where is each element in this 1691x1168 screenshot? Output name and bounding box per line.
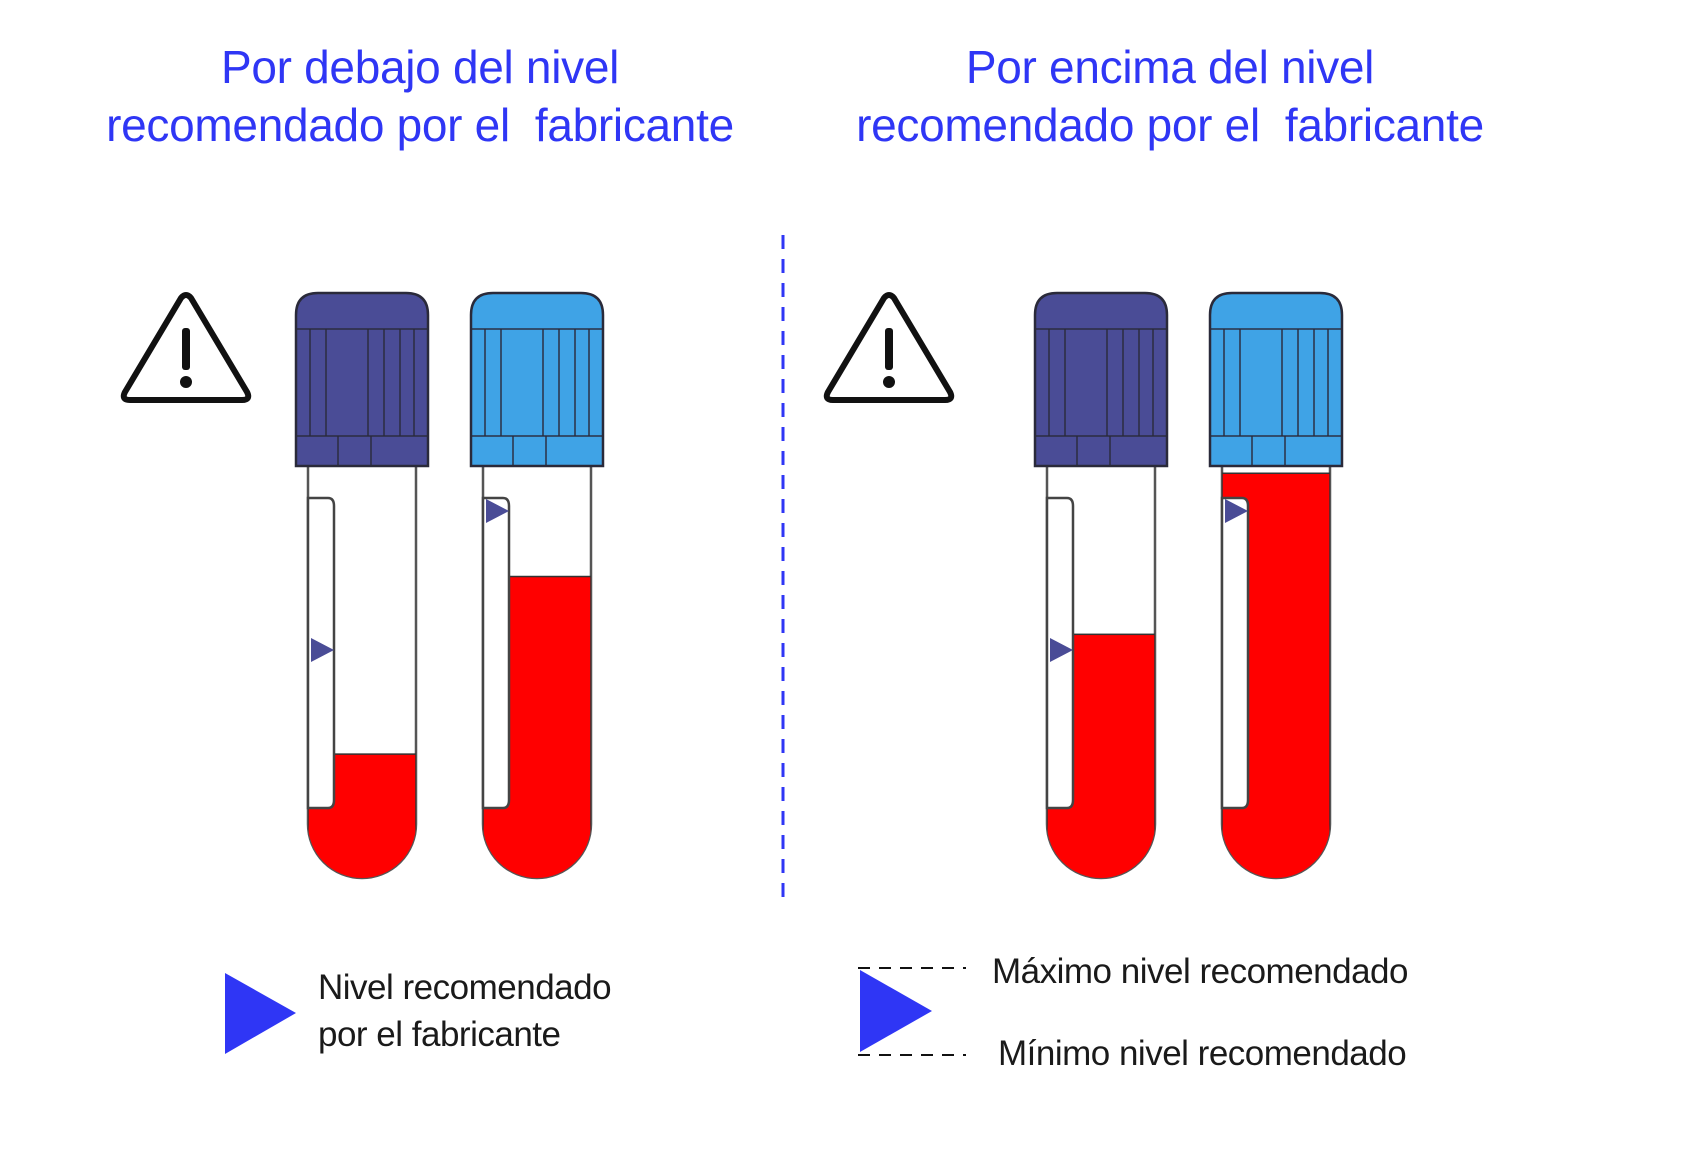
left-title-line2: recomendado por el fabricante [106, 99, 734, 151]
right-title-line2: recomendado por el fabricante [856, 99, 1484, 151]
legend-recommended-level: Nivel recomendado por el fabricante [318, 964, 612, 1058]
left-panel-title: Por debajo del nivel recomendado por el … [40, 38, 800, 154]
tube-right-dark-cap [1033, 291, 1169, 880]
tube-right-light-cap [1208, 291, 1344, 880]
legend-max-level: Máximo nivel recomendado [992, 952, 1408, 991]
triangle-marker-icon [1225, 499, 1248, 523]
tube-cap [1033, 291, 1169, 468]
tube-cap [469, 291, 605, 468]
triangle-marker-icon [860, 970, 932, 1052]
tube-label [481, 496, 511, 810]
triangle-marker-icon [1050, 638, 1073, 662]
triangle-marker-icon [311, 638, 334, 662]
legend-min-level: Mínimo nivel recomendado [998, 1034, 1407, 1073]
triangle-marker-icon [225, 973, 296, 1054]
tube-cap [294, 291, 430, 468]
tube-left-dark-cap [294, 291, 430, 880]
left-title-line1: Por debajo del nivel [220, 41, 620, 93]
warning-icon [120, 292, 252, 403]
triangle-marker-icon [486, 499, 509, 523]
warning-icon [823, 292, 955, 403]
tube-cap [1208, 291, 1344, 468]
tube-label [1220, 496, 1250, 810]
right-title-line1: Por encima del nivel [965, 41, 1375, 93]
legend-left-line2: por el fabricante [318, 1015, 561, 1054]
right-panel-title: Por encima del nivel recomendado por el … [790, 38, 1550, 154]
tube-left-light-cap [469, 291, 605, 880]
legend-left-line1: Nivel recomendado [318, 968, 612, 1007]
